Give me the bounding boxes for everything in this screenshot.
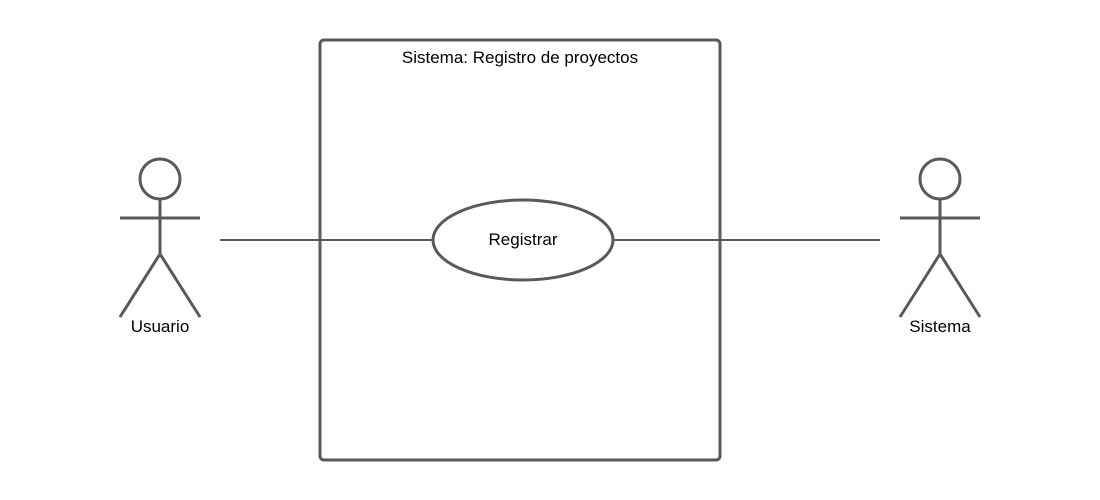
- actor-usuario-left-leg: [118, 253, 162, 318]
- actor-sistema-label: Sistema: [909, 317, 971, 336]
- actor-usuario-right-leg: [158, 253, 202, 318]
- actor-sistema-head: [918, 157, 962, 201]
- actor-sistema-left-leg: [898, 253, 942, 318]
- actor-usuario: [118, 157, 202, 318]
- actor-usuario-label: Usuario: [131, 317, 190, 336]
- use-case-label: Registrar: [489, 230, 558, 249]
- actor-usuario-head: [138, 157, 182, 201]
- system-title: Sistema: Registro de proyectos: [402, 48, 638, 67]
- actor-sistema-right-leg: [938, 253, 982, 318]
- system-boundary: [318, 38, 722, 462]
- use-case-ellipse: [431, 198, 615, 282]
- actor-sistema: [898, 157, 982, 318]
